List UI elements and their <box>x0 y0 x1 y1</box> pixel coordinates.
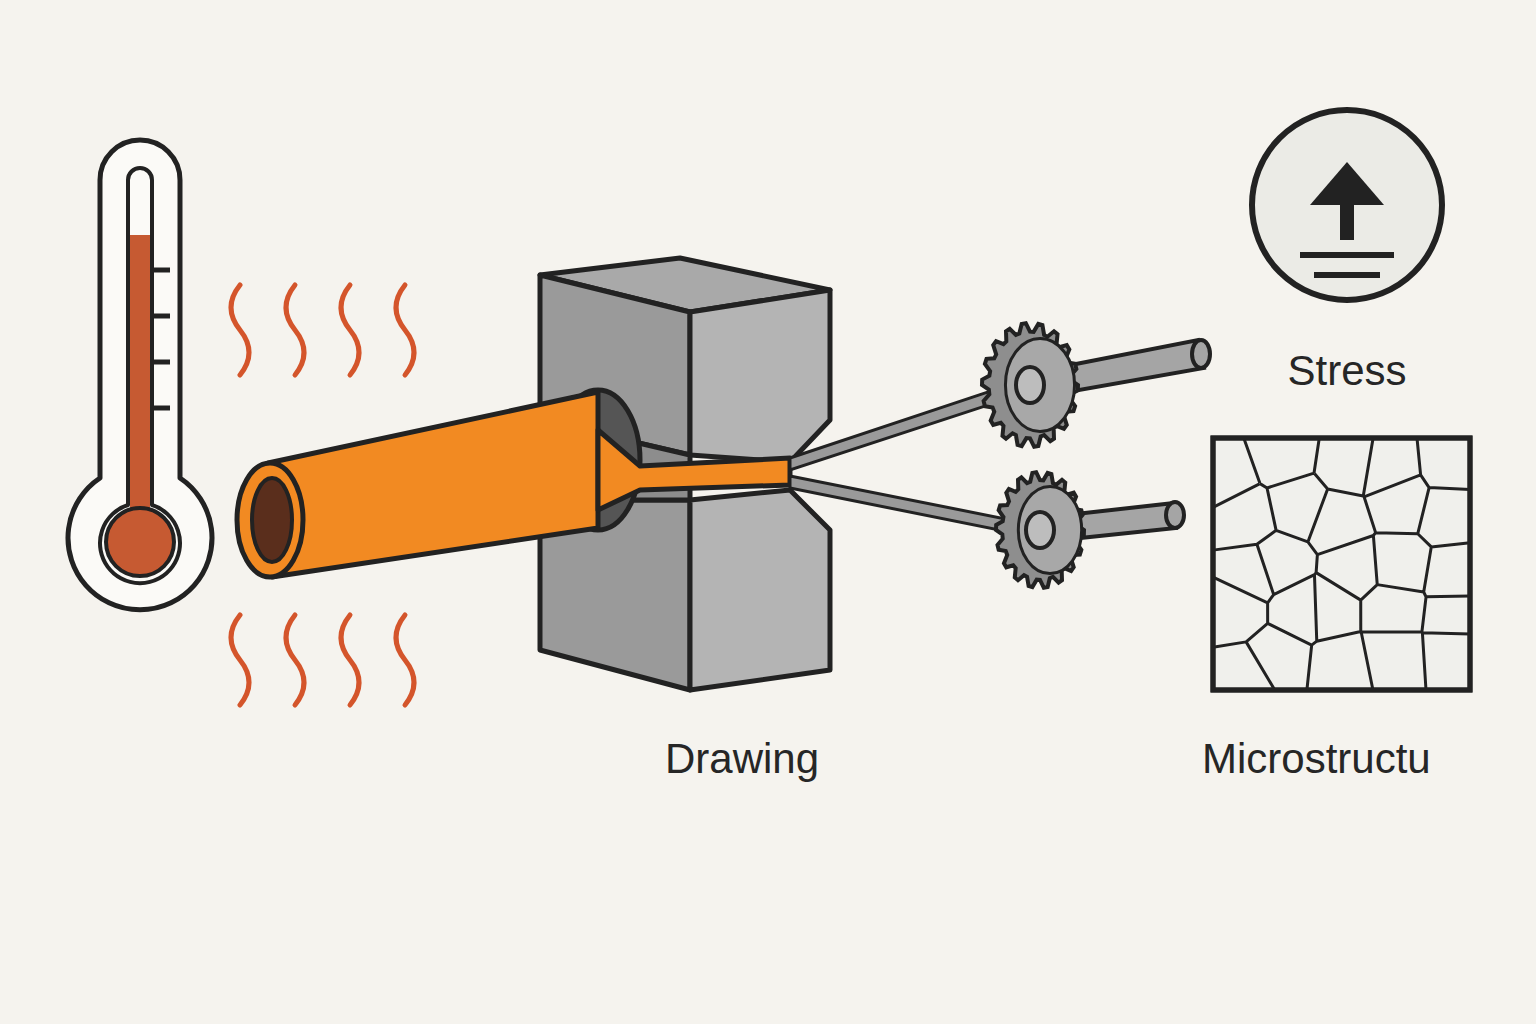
thermometer <box>68 140 212 610</box>
heat-wave <box>396 285 414 375</box>
roller-hub <box>1026 512 1054 548</box>
drawing-rollers <box>982 323 1084 588</box>
heat-wave <box>286 285 304 375</box>
roller-hub <box>1016 367 1044 403</box>
heat-wave <box>396 615 414 705</box>
label-text: Microstructu <box>1202 738 1431 780</box>
roller-teeth <box>996 472 1084 588</box>
roller-face <box>1005 339 1074 432</box>
roller-face <box>1018 487 1081 574</box>
heat-wave <box>286 615 304 705</box>
heated-tube <box>237 392 790 577</box>
heat-wave <box>231 285 249 375</box>
roller <box>982 323 1078 447</box>
roller-teeth <box>982 323 1078 447</box>
stress-icon <box>1252 110 1442 300</box>
heat-wave <box>231 615 249 705</box>
roller <box>996 472 1084 588</box>
label-text: Drawing <box>665 738 819 780</box>
microstructure-grains <box>1213 438 1470 690</box>
heat-wave <box>341 285 359 375</box>
heat-wave <box>341 615 359 705</box>
label-text: Stress <box>1287 350 1406 392</box>
